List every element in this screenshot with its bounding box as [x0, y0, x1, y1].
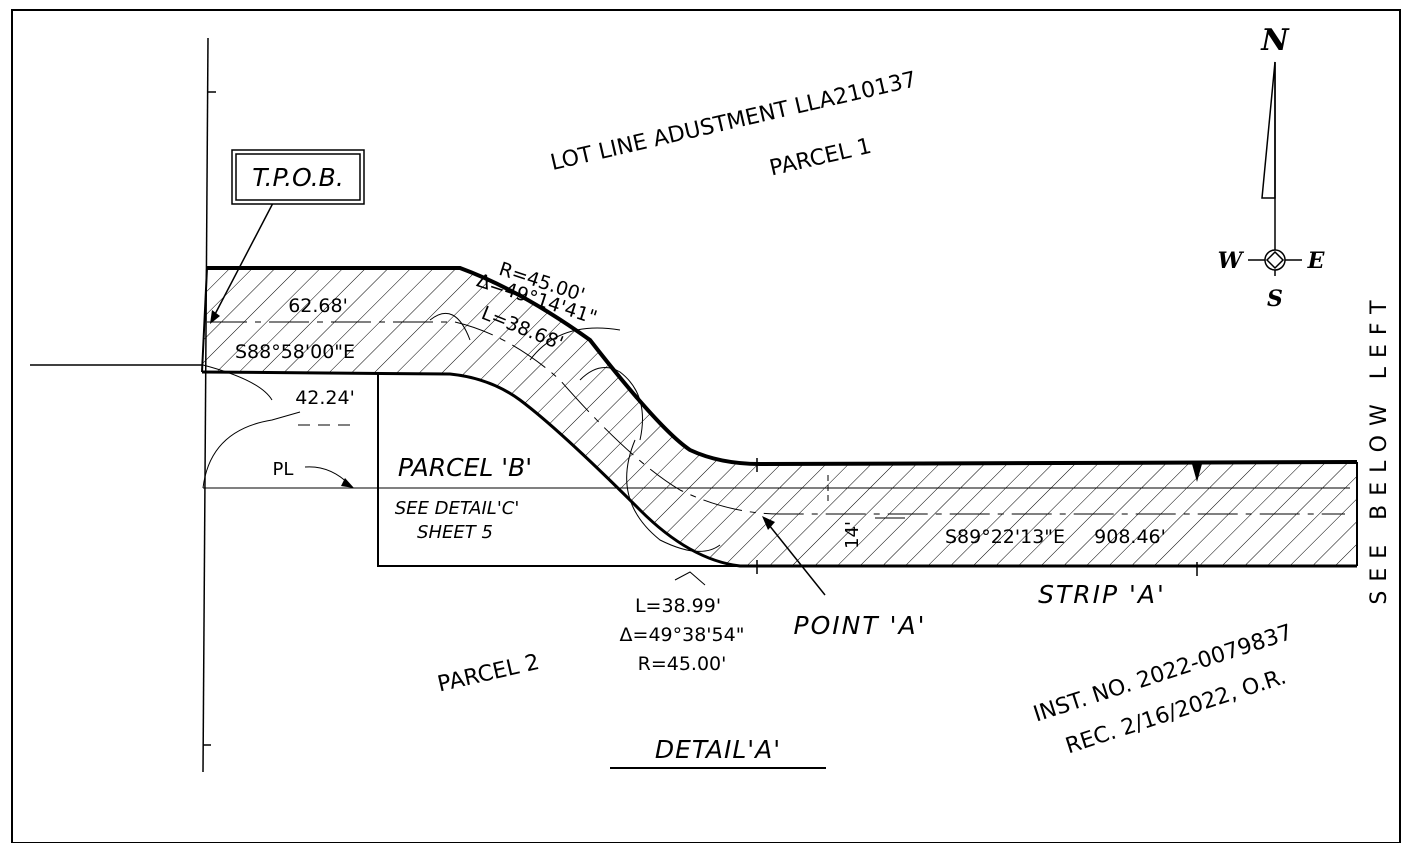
parcel-1-label: PARCEL 1: [767, 134, 874, 182]
north-label: N: [1260, 23, 1290, 58]
left-distance: 42.24': [295, 387, 355, 409]
strip-centerline: [207, 321, 1345, 515]
curve-arc: [529, 327, 621, 361]
sheet-border: [11, 9, 1401, 843]
curve-arc: [626, 439, 721, 552]
west-label: W: [1218, 248, 1245, 274]
parcel-b-boundary: [377, 374, 740, 567]
main-distance: 908.46': [1094, 526, 1166, 548]
see-below-left-label: SEE BELOW LEFT: [1367, 291, 1392, 604]
point-a-leader: [764, 519, 826, 596]
strip-width: 14': [842, 521, 863, 549]
pl-label: PL: [273, 459, 294, 480]
compass-diamond: [1265, 250, 1285, 270]
strip-a-hatched-area: [202, 268, 1357, 566]
south-label: S: [1267, 286, 1283, 312]
point-a-arrowhead: [762, 516, 775, 530]
tpob-arrowhead: [210, 310, 220, 324]
strip-north-line: [207, 266, 1358, 467]
curve-arc: [429, 312, 471, 341]
main-bearing: S89°22'13"E: [945, 526, 1065, 548]
parcel-2-label: PARCEL 2: [435, 650, 542, 698]
see-detail-c-label: SEE DETAIL'C': [395, 498, 520, 519]
strip-south-line: [201, 370, 1357, 568]
strip-a-label: STRIP 'A': [1038, 580, 1166, 609]
pl-arrowhead: [341, 478, 354, 488]
sheet-5-label: SHEET 5: [417, 522, 493, 543]
compass-circle: [1264, 249, 1286, 271]
detail-title: DETAIL'A': [655, 735, 781, 764]
tpob-frame-outer: [231, 149, 365, 205]
tpob-label: T.P.O.B.: [252, 163, 344, 192]
lower-curve-delta: Δ=49°38'54": [620, 624, 745, 646]
dimension-leader: [202, 411, 301, 489]
top-bearing: S88°58'00"E: [235, 341, 355, 363]
section-line-west: [202, 37, 209, 773]
north-arrow: N W E S: [1218, 23, 1326, 312]
east-label: E: [1307, 248, 1326, 274]
lower-curve-radius: R=45.00': [638, 653, 727, 675]
point-a-label: POINT 'A': [794, 611, 927, 640]
dimension-leader: [202, 364, 273, 401]
lower-curve-length: L=38.99': [635, 595, 721, 617]
curve-arc: [579, 367, 643, 441]
tpob-frame-inner: [235, 153, 361, 201]
width-arrow: [1192, 464, 1202, 482]
tpob-leader: [211, 202, 274, 321]
top-distance: 62.68': [288, 295, 348, 317]
north-arrow-pointer: [1261, 61, 1276, 199]
parcel-b-label: PARCEL 'B': [398, 453, 532, 482]
dimension-leader: [674, 571, 706, 586]
